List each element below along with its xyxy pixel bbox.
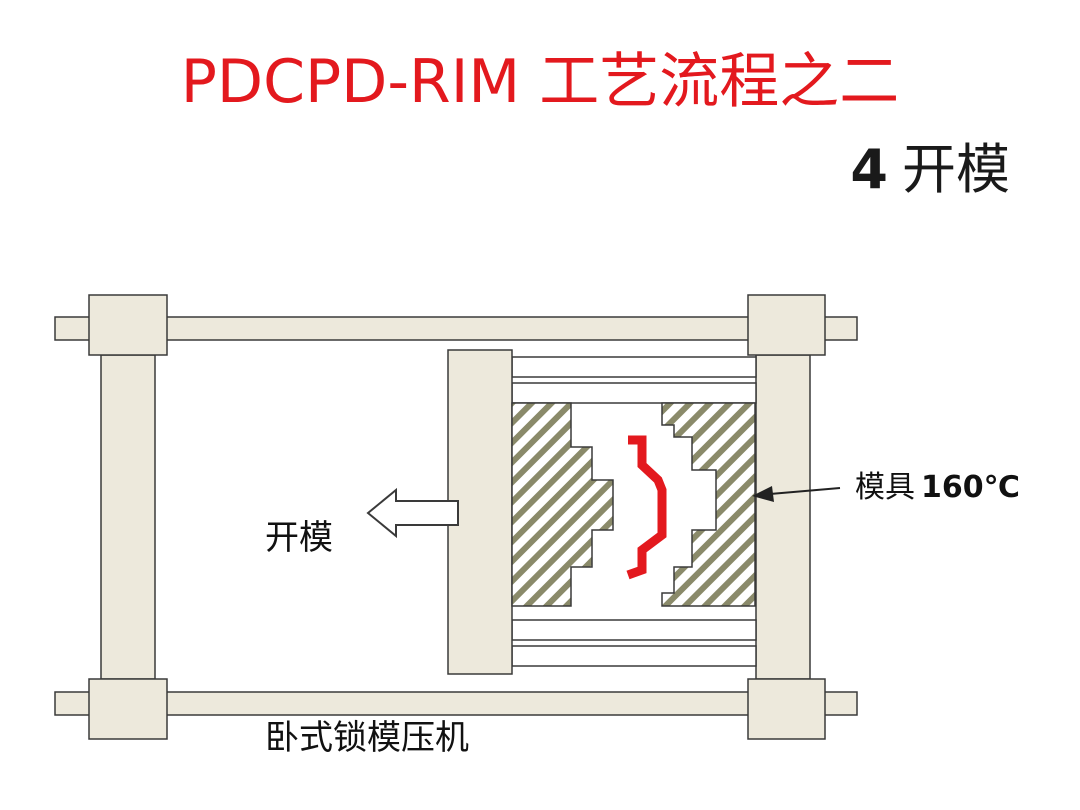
slide-title: PDCPD-RIM 工艺流程之二	[180, 47, 900, 117]
corner-block-bottom-left	[88, 678, 168, 740]
top-tie-bar	[54, 316, 858, 341]
mold-label-text: 模具	[855, 470, 915, 505]
left-column	[100, 354, 156, 680]
molded-part	[626, 435, 667, 580]
corner-block-top-right	[747, 294, 826, 356]
right-mold-half	[661, 402, 756, 607]
bottom-tie-bar	[54, 691, 858, 716]
arrow-pointer-head	[752, 486, 774, 502]
machine-label: 卧式锁模压机	[265, 718, 469, 758]
hollow-arrow-left-icon	[366, 487, 459, 539]
corner-block-top-left	[88, 294, 168, 356]
open-mold-label: 开模	[265, 518, 333, 558]
arrow-pointer-icon	[769, 487, 841, 495]
corner-block-bottom-right	[747, 678, 826, 740]
mold-temperature-value: 160℃	[921, 470, 1020, 505]
step-label: 开模	[902, 138, 1010, 201]
left-mold-half	[511, 402, 614, 607]
step-number: 4	[850, 138, 888, 201]
right-column	[755, 354, 811, 680]
